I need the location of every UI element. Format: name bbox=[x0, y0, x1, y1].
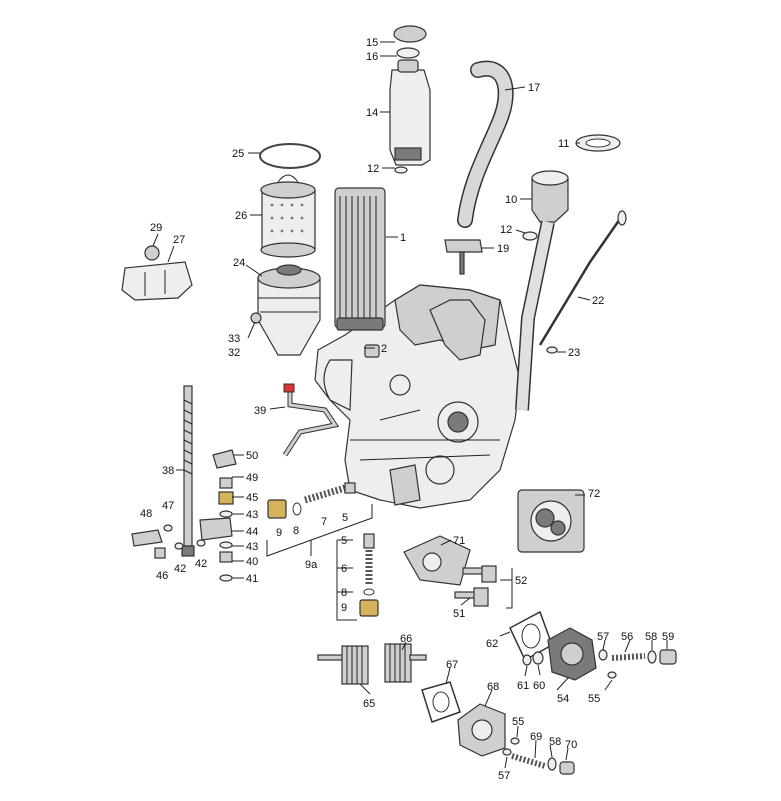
breather-hose bbox=[457, 60, 514, 228]
label-67: 67 bbox=[446, 659, 458, 671]
leader-lines bbox=[152, 41, 668, 769]
label-44: 44 bbox=[246, 526, 258, 538]
label-5b: 5 bbox=[341, 535, 347, 547]
pressure-switch-fittings bbox=[131, 449, 237, 582]
pressure-tube bbox=[181, 385, 195, 557]
label-69: 69 bbox=[530, 731, 542, 743]
oil-line bbox=[282, 383, 340, 457]
label-61: 61 bbox=[517, 680, 529, 692]
label-52: 52 bbox=[515, 575, 527, 587]
label-16: 16 bbox=[366, 51, 378, 63]
label-38: 38 bbox=[162, 465, 174, 477]
label-10: 10 bbox=[505, 194, 517, 206]
label-72: 72 bbox=[588, 488, 600, 500]
label-57b: 57 bbox=[498, 770, 510, 782]
gasket-67 bbox=[421, 681, 461, 723]
oil-tank bbox=[389, 25, 431, 174]
label-11: 11 bbox=[558, 138, 569, 150]
gears-65-66 bbox=[317, 643, 427, 685]
label-26: 26 bbox=[235, 210, 247, 222]
label-41: 41 bbox=[246, 573, 258, 585]
oil-cooler bbox=[334, 187, 386, 331]
label-23: 23 bbox=[568, 347, 580, 359]
label-40: 40 bbox=[246, 556, 258, 568]
label-1: 1 bbox=[400, 232, 406, 244]
label-59: 59 bbox=[662, 631, 674, 643]
label-48: 48 bbox=[140, 508, 152, 520]
label-5a: 5 bbox=[342, 512, 348, 524]
label-46: 46 bbox=[156, 570, 168, 582]
label-56: 56 bbox=[621, 631, 633, 643]
label-15: 15 bbox=[366, 37, 378, 49]
part-number-labels: 1 2 5 5 6 7 8 8 9 9 9a 10 11 12 12 14 15… bbox=[140, 37, 674, 782]
label-50: 50 bbox=[246, 450, 258, 462]
label-60: 60 bbox=[533, 680, 545, 692]
label-6: 6 bbox=[341, 563, 347, 575]
label-43a: 43 bbox=[246, 509, 258, 521]
label-58a: 58 bbox=[645, 631, 657, 643]
label-25: 25 bbox=[232, 148, 244, 160]
label-9b: 9 bbox=[341, 602, 347, 614]
bracket-19 bbox=[444, 239, 483, 275]
pump-cover-71 bbox=[403, 535, 471, 586]
label-42a: 42 bbox=[174, 563, 186, 575]
label-58b: 58 bbox=[549, 736, 561, 748]
label-45: 45 bbox=[246, 492, 258, 504]
filter-housing bbox=[250, 264, 321, 356]
dipstick-tube bbox=[515, 134, 621, 411]
label-27: 27 bbox=[173, 234, 185, 246]
label-57a: 57 bbox=[597, 631, 609, 643]
relief-valve bbox=[267, 482, 379, 617]
label-54: 54 bbox=[557, 693, 569, 705]
label-55a: 55 bbox=[588, 693, 600, 705]
label-47: 47 bbox=[162, 500, 174, 512]
pump-housing-68 bbox=[457, 703, 575, 775]
label-68: 68 bbox=[487, 681, 499, 693]
label-71: 71 bbox=[453, 535, 465, 547]
label-62: 62 bbox=[486, 638, 498, 650]
label-2: 2 bbox=[381, 343, 387, 355]
label-7: 7 bbox=[321, 516, 327, 528]
filter-seal-ring bbox=[259, 143, 321, 169]
label-66: 66 bbox=[400, 633, 412, 645]
label-9a: 9 bbox=[276, 527, 282, 539]
label-29: 29 bbox=[150, 222, 162, 234]
label-32: 32 bbox=[228, 347, 240, 359]
label-8a: 8 bbox=[293, 525, 299, 537]
label-49: 49 bbox=[246, 472, 258, 484]
engine-block bbox=[314, 284, 521, 509]
gears-51-52 bbox=[454, 565, 497, 607]
label-43b: 43 bbox=[246, 541, 258, 553]
pump-assembly-72 bbox=[517, 489, 585, 553]
label-51: 51 bbox=[453, 608, 465, 620]
label-33: 33 bbox=[228, 333, 240, 345]
label-19: 19 bbox=[497, 243, 509, 255]
mounting-bracket bbox=[121, 245, 193, 301]
label-12b: 12 bbox=[500, 224, 512, 236]
label-17: 17 bbox=[528, 82, 540, 94]
label-42b: 42 bbox=[195, 558, 207, 570]
label-55b: 55 bbox=[512, 716, 524, 728]
label-14: 14 bbox=[366, 107, 378, 119]
gasket-62 bbox=[509, 610, 553, 662]
label-24: 24 bbox=[233, 257, 245, 269]
label-22: 22 bbox=[592, 295, 604, 307]
dipstick bbox=[538, 210, 627, 354]
filter-element bbox=[260, 174, 316, 258]
label-8b: 8 bbox=[341, 587, 347, 599]
label-65: 65 bbox=[363, 698, 375, 710]
pump-housing-54 bbox=[522, 627, 677, 681]
label-70: 70 bbox=[565, 739, 577, 751]
label-39: 39 bbox=[254, 405, 266, 417]
label-9c: 9a bbox=[305, 559, 318, 571]
label-12a: 12 bbox=[367, 163, 379, 175]
